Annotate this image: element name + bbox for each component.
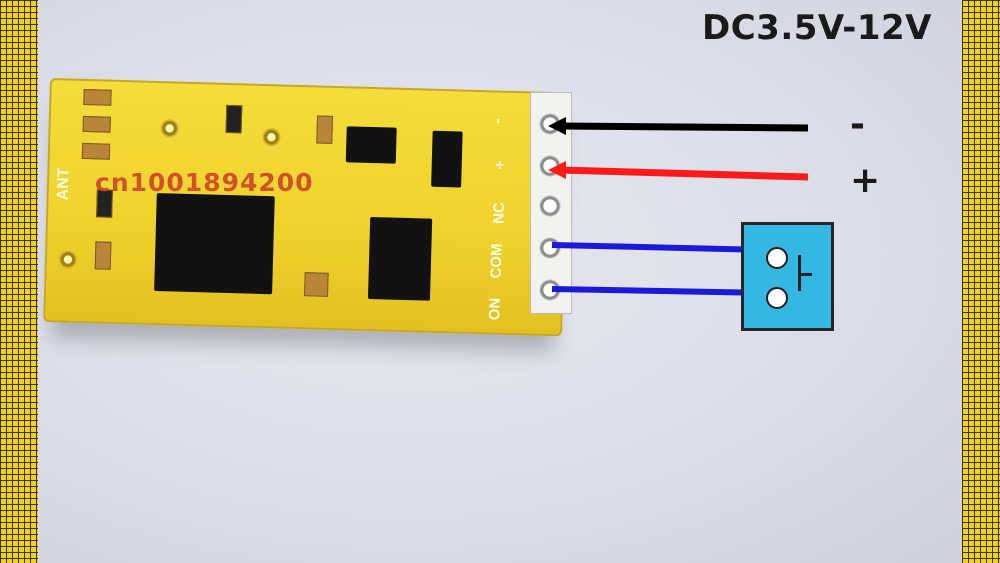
terminal-nc (539, 195, 561, 217)
positive-wire (559, 166, 809, 181)
on-wire (551, 286, 771, 296)
left-grid-border (0, 0, 38, 563)
push-switch-symbol (741, 222, 834, 331)
switch-terminal-icon (766, 247, 788, 269)
negative-wire (559, 122, 809, 132)
plus-sign: + (850, 160, 881, 201)
terminal-on (539, 279, 561, 301)
terminal-strip (530, 92, 572, 314)
watermark-text: cn1001894200 (95, 168, 314, 197)
switch-actuator-icon (798, 273, 812, 276)
voltage-label: DC3.5V-12V (702, 8, 932, 48)
minus-sign: - (850, 104, 865, 145)
positive-arrow-icon (548, 161, 566, 179)
right-grid-border (962, 0, 1000, 563)
com-wire (551, 242, 771, 253)
switch-terminal-icon (766, 287, 788, 309)
negative-arrow-icon (548, 117, 566, 135)
